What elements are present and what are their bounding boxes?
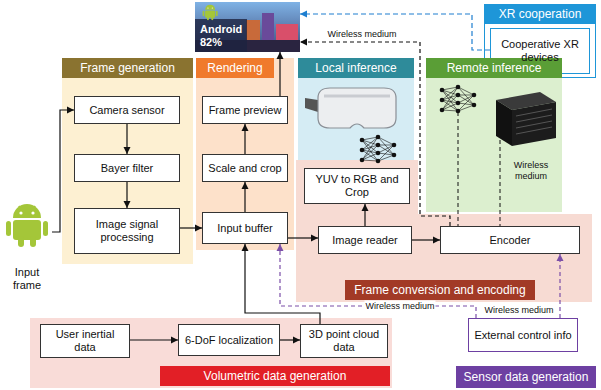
edge-label: Wireless medium bbox=[483, 305, 554, 316]
screen-label: Android 82% bbox=[200, 23, 248, 49]
illustration-part bbox=[195, 2, 300, 52]
box-label: Camera sensor bbox=[89, 104, 164, 117]
process-box: Image reader bbox=[318, 226, 412, 254]
vr-scene bbox=[195, 2, 300, 52]
process-box: User inertial data bbox=[40, 324, 130, 358]
panel-heading-bar: Sensor data generation bbox=[456, 366, 596, 388]
process-box: Bayer filter bbox=[74, 154, 180, 182]
panel-heading: Local inference bbox=[315, 61, 396, 75]
box-label: Image signal processing bbox=[79, 218, 175, 244]
panel-heading-bar: Rendering bbox=[196, 58, 274, 78]
panel-heading: Remote inference bbox=[447, 61, 542, 75]
process-box: Frame preview bbox=[202, 96, 288, 124]
panel-heading-bar: Frame conversion and encoding bbox=[345, 280, 535, 300]
vr-headset bbox=[305, 88, 396, 128]
box-label: Image reader bbox=[332, 234, 397, 247]
edge-server bbox=[496, 92, 556, 146]
box-label: User inertial data bbox=[45, 328, 125, 354]
process-box: Image signal processing bbox=[74, 208, 180, 254]
box-label: Scale and crop bbox=[208, 162, 281, 175]
arrowhead bbox=[277, 52, 284, 59]
edge-label: Wireless medium bbox=[364, 301, 435, 312]
group-panel: Local inference bbox=[298, 58, 414, 160]
box-label: Cooperative XR devices bbox=[495, 38, 585, 64]
panel-heading: XR cooperation bbox=[499, 7, 582, 21]
panel-heading: Frame generation bbox=[80, 61, 175, 75]
group-panel: Sensor data generation External control i… bbox=[456, 312, 596, 388]
connector-line bbox=[300, 14, 490, 50]
group-panel: Frame generationCamera sensorBayer filte… bbox=[62, 58, 193, 264]
arrowhead bbox=[300, 11, 307, 18]
process-box: Input buffer bbox=[202, 212, 288, 244]
panel-heading-bar: Local inference bbox=[298, 58, 414, 78]
box-label: 6-DoF localization bbox=[185, 334, 273, 347]
connector bbox=[300, 11, 490, 51]
panel-heading-bar: Frame generation bbox=[62, 58, 193, 78]
panel-fill bbox=[426, 58, 562, 212]
connector-line bbox=[130, 339, 178, 340]
panel-heading-bar: XR cooperation bbox=[484, 4, 596, 24]
box-label: Frame preview bbox=[209, 104, 282, 117]
panel-heading: Frame conversion and encoding bbox=[354, 283, 525, 297]
illustration-part bbox=[318, 88, 396, 128]
illustration-part bbox=[324, 95, 390, 98]
icon-label: Input frame bbox=[5, 266, 49, 292]
panel-fill bbox=[296, 160, 592, 302]
process-box: YUV to RGB and Crop bbox=[304, 168, 410, 204]
illustration-part bbox=[516, 109, 552, 116]
process-box: External control info bbox=[468, 318, 578, 352]
note-label: Wireless medium bbox=[504, 160, 558, 182]
box-label: YUV to RGB and Crop bbox=[309, 173, 405, 199]
box-label: Input buffer bbox=[217, 222, 272, 235]
box-label: Encoder bbox=[490, 234, 531, 247]
box-label: Bayer filter bbox=[101, 162, 154, 175]
illustration-part bbox=[195, 19, 247, 52]
group-panel: Remote inference bbox=[426, 58, 562, 212]
edge-label-holder: Wireless medium bbox=[326, 29, 397, 40]
panel-heading: Rendering bbox=[207, 61, 262, 75]
process-box: Scale and crop bbox=[202, 154, 288, 182]
android-icon bbox=[6, 204, 48, 247]
illustration-part bbox=[203, 5, 218, 20]
input-icon: Input frame bbox=[2, 198, 52, 296]
edge-label: Wireless medium bbox=[326, 29, 397, 40]
process-box: 6-DoF localization bbox=[178, 324, 280, 356]
illustration-part bbox=[516, 115, 552, 122]
note-holder: Wireless medium bbox=[504, 160, 558, 182]
group-panel: Volumetric data generation User inertial … bbox=[30, 318, 392, 388]
panel-heading-bar: Volumetric data generation bbox=[160, 366, 390, 386]
box-label: External control info bbox=[474, 329, 571, 342]
process-box: Encoder bbox=[440, 226, 580, 254]
process-box: 3D point cloud data bbox=[300, 324, 388, 358]
illustration-part bbox=[516, 109, 552, 134]
panel-heading: Volumetric data generation bbox=[204, 369, 347, 383]
illustration-part bbox=[6, 204, 48, 247]
illustration-part bbox=[516, 121, 552, 128]
edge-label-holder: Wireless medium bbox=[483, 305, 554, 316]
edge-label-holder: Wireless medium bbox=[364, 301, 435, 312]
display-screen: Android 82% bbox=[195, 2, 300, 52]
group-panel: Frame conversion and encoding YUV to RGB … bbox=[296, 160, 592, 302]
box-label: 3D point cloud data bbox=[305, 328, 383, 354]
arrowhead bbox=[300, 39, 307, 46]
panel-heading: Sensor data generation bbox=[464, 370, 589, 384]
process-box: Camera sensor bbox=[74, 96, 180, 124]
illustration-part bbox=[516, 127, 552, 134]
group-panel: RenderingFrame previewScale and cropInpu… bbox=[196, 58, 294, 250]
